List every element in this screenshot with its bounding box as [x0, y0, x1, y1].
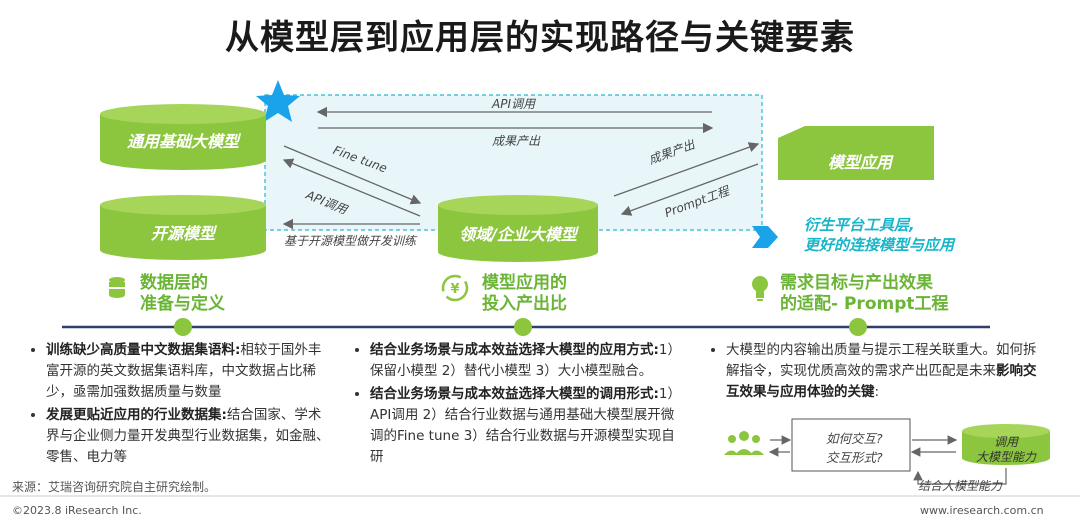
chevron-right-icon: [752, 226, 778, 248]
cylinder-domain-model: [438, 195, 598, 262]
website: www.iresearch.com.cn: [920, 504, 1044, 517]
lightbulb-icon: [752, 276, 768, 301]
star-icon: [256, 80, 300, 122]
list-item: 训练缺少高质量中文数据集语料:相较于国外丰富开源的英文数据集语料库，中文数据占比…: [46, 340, 332, 403]
list-item: 结合业务场景与成本效益选择大模型的调用形式:1）API调用 2）结合行业数据与通…: [370, 384, 686, 468]
arrow-prompt: [620, 163, 759, 216]
column-prompt: 大模型的内容输出质量与提示工程关联重大。如何拆解指令，实现优质高效的需求产出匹配…: [712, 340, 1042, 405]
interaction-box: [791, 418, 911, 472]
arrow-result-right: [613, 142, 760, 197]
list-item: 大模型的内容输出质量与提示工程关联重大。如何拆解指令，实现优质高效的需求产出匹配…: [726, 340, 1042, 403]
cylinder-mini-model: [962, 424, 1050, 465]
cylinder-general-label: 通用基础大模型: [126, 132, 239, 151]
mini-question-2: 交互形式?: [826, 450, 883, 465]
arrow-finetune: [283, 145, 422, 205]
arrow-result-top-label: 成果产出: [492, 134, 541, 148]
header-prompt: 需求目标与产出效果 的适配- Prompt工程: [780, 273, 949, 314]
mini-cyl-label-1: 调用: [993, 435, 1018, 449]
timeline-dot-3: [849, 318, 867, 336]
users-icon: [724, 431, 764, 455]
list-item: 结合业务场景与成本效益选择大模型的应用方式:1）保留小模型 2）替代小模型 3）…: [370, 340, 686, 382]
timeline-dot-1: [174, 318, 192, 336]
arrow-open-dev-label: 基于开源模型做开发训练: [284, 234, 417, 248]
source-note: 来源：艾瑞咨询研究院自主研究绘制。: [12, 480, 217, 494]
arrow-api-left: [282, 158, 421, 217]
cylinder-domain-label: 领域/企业大模型: [459, 225, 577, 244]
yen-cycle-icon: ¥: [441, 274, 469, 302]
mini-cyl-label-2: 大模型能力: [975, 450, 1036, 464]
svg-text:¥: ¥: [450, 282, 459, 297]
list-item: 发展更贴近应用的行业数据集:结合国家、学术界与企业侧力量开发典型行业数据集，如金…: [46, 405, 332, 468]
cylinder-general-model: [100, 104, 266, 170]
copyright: ©2023.8 iResearch Inc.: [12, 504, 142, 517]
arrow-api-top-label: API调用: [492, 97, 535, 111]
mini-question-1: 如何交互?: [826, 431, 883, 446]
cylinder-open-label: 开源模型: [150, 224, 215, 243]
timeline-dot-2: [514, 318, 532, 336]
page-title: 从模型层到应用层的实现路径与关键要素: [225, 18, 855, 58]
database-icon: [105, 276, 129, 300]
header-roi: 模型应用的 投入产出比: [482, 273, 567, 314]
column-data-layer: 训练缺少高质量中文数据集语料:相较于国外丰富开源的英文数据集语料库，中文数据占比…: [32, 340, 332, 470]
column-roi: 结合业务场景与成本效益选择大模型的应用方式:1）保留小模型 2）替代小模型 3）…: [356, 340, 686, 470]
header-data-layer: 数据层的 准备与定义: [140, 273, 225, 314]
mini-bottom-label: 结合大模型能力: [918, 479, 1003, 493]
app-box: [778, 126, 934, 180]
app-box-label: 模型应用: [827, 153, 892, 172]
derivative-label: 衍生平台工具层, 更好的连接模型与应用: [804, 216, 955, 254]
cylinder-open-model: [100, 195, 266, 260]
